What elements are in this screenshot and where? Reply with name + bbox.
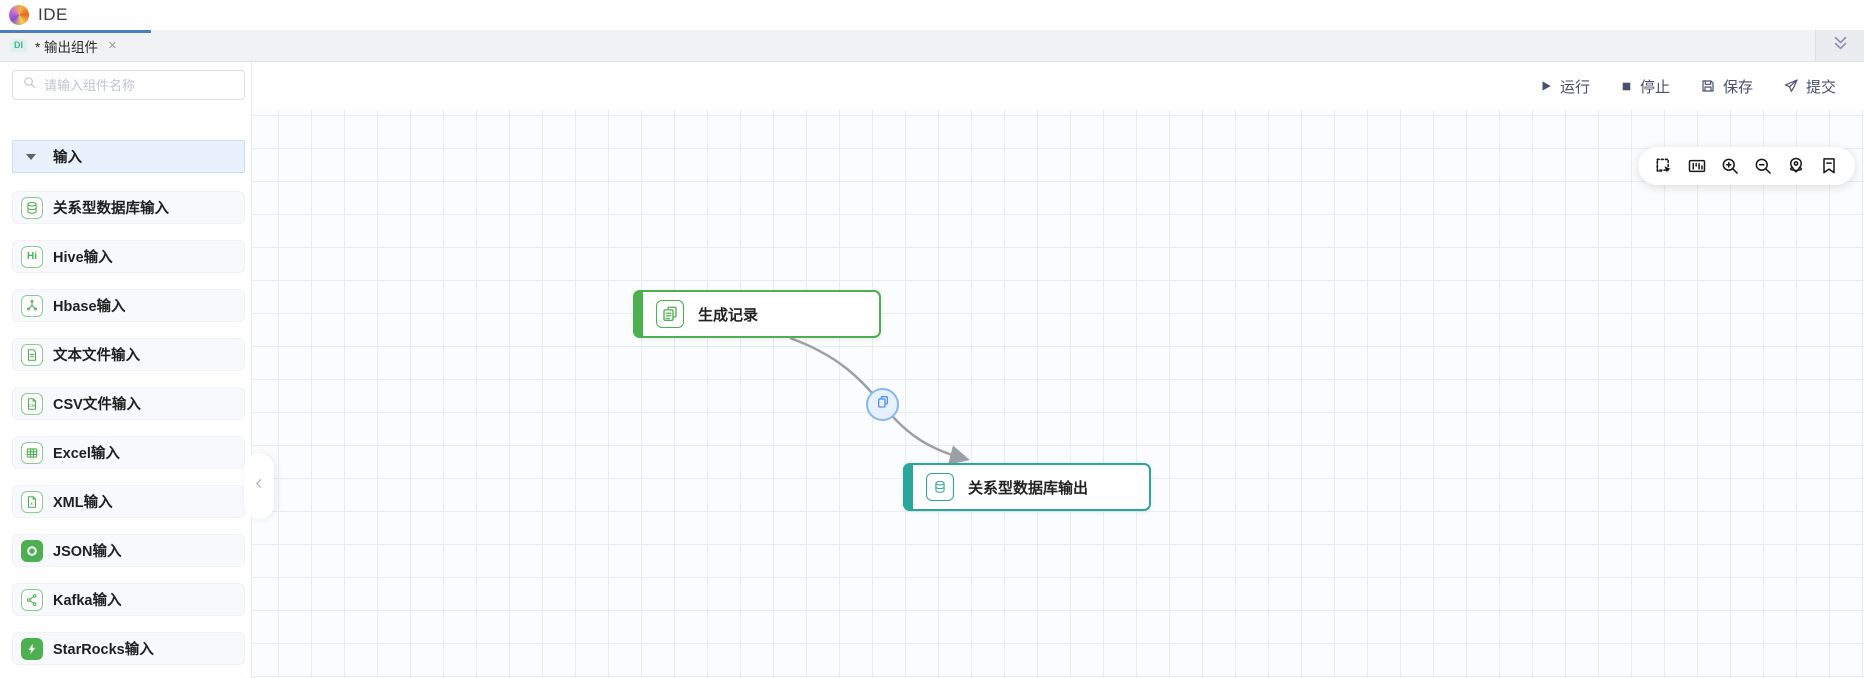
generate-records-icon: [656, 300, 684, 328]
node-label: 生成记录: [698, 306, 759, 324]
play-icon: [1539, 79, 1553, 93]
edge-layer: [789, 336, 970, 465]
component-list: 关系型数据库输入 Hi Hive输入 Hbase输入文本文件输入 CSV CSV文件输入 E…: [12, 191, 245, 665]
hive-icon: Hi: [21, 245, 43, 268]
component-list-item[interactable]: 关系型数据库输入: [12, 191, 245, 224]
database-icon: [21, 196, 43, 219]
text-file-icon: [21, 343, 43, 366]
double-chevron-down-icon: [1831, 34, 1850, 58]
hbase-icon: [21, 294, 43, 317]
app-header: IDE: [0, 0, 1864, 30]
submit-icon: [1783, 78, 1799, 94]
sidebar-collapse-handle[interactable]: [244, 453, 274, 519]
component-list-item[interactable]: Hbase输入: [12, 289, 245, 322]
tabs-collapse-button[interactable]: [1815, 30, 1864, 61]
component-label: 文本文件输入: [53, 348, 140, 364]
tab-close-icon[interactable]: ×: [108, 37, 117, 54]
search-icon: [22, 75, 37, 95]
database-icon: [926, 473, 954, 501]
component-search: [12, 70, 245, 100]
node-accent-bar: [633, 290, 643, 338]
component-label: Kafka输入: [53, 593, 122, 609]
component-label: 关系型数据库输入: [53, 201, 169, 217]
tab-label: * 输出组件: [35, 39, 99, 55]
component-list-item[interactable]: x XML输入: [12, 485, 245, 518]
chevron-left-icon: [253, 477, 266, 495]
save-button-label: 保存: [1722, 78, 1753, 96]
node-relational-db-output[interactable]: 关系型数据库输出: [903, 463, 1151, 511]
csv-file-icon: CSV: [21, 392, 43, 415]
zoom-in-icon[interactable]: [1719, 155, 1741, 177]
run-button[interactable]: 运行: [1539, 76, 1590, 97]
search-input[interactable]: [44, 77, 235, 93]
bookmark-icon[interactable]: [1818, 155, 1840, 177]
run-button-label: 运行: [1559, 78, 1590, 96]
component-list-item[interactable]: StarRocks输入: [12, 632, 245, 665]
submit-button-label: 提交: [1805, 78, 1836, 96]
component-label: Hive输入: [53, 250, 113, 266]
tab-output-component[interactable]: DI * 输出组件 ×: [0, 30, 151, 61]
component-list-item[interactable]: Hi Hive输入: [12, 240, 245, 273]
svg-text:CSV: CSV: [29, 403, 37, 407]
xml-file-icon: x: [21, 490, 43, 513]
component-label: JSON输入: [53, 544, 122, 560]
starrocks-icon: [21, 637, 43, 660]
component-label: XML输入: [53, 495, 113, 511]
component-label: CSV文件输入: [53, 397, 141, 413]
stop-button[interactable]: 停止: [1620, 76, 1670, 97]
minimap-icon[interactable]: [1686, 155, 1708, 177]
di-badge: DI: [10, 39, 27, 52]
component-list-item[interactable]: CSV CSV文件输入: [12, 387, 245, 420]
caret-down-icon: [26, 153, 36, 160]
tab-bar: DI * 输出组件 ×: [0, 30, 1864, 62]
json-icon: [21, 539, 43, 562]
component-list-item[interactable]: Excel输入: [12, 436, 245, 469]
node-generate-records[interactable]: 生成记录: [633, 290, 881, 338]
canvas-toolbar: [1638, 147, 1855, 185]
kafka-icon: [21, 588, 43, 611]
component-label: StarRocks输入: [53, 642, 154, 658]
copy-icon: [875, 394, 891, 415]
excel-icon: [21, 441, 43, 464]
component-label: Hbase输入: [53, 299, 126, 315]
pipeline-canvas[interactable]: 生成记录关系型数据库输出: [244, 110, 1864, 678]
stop-button-label: 停止: [1639, 78, 1670, 96]
zoom-out-icon[interactable]: [1752, 155, 1774, 177]
edge-marker[interactable]: [866, 388, 899, 421]
save-icon: [1700, 78, 1716, 94]
component-label: Excel输入: [53, 446, 120, 462]
section-input-header[interactable]: 输入: [12, 140, 245, 173]
stop-icon: [1620, 80, 1633, 93]
component-list-item[interactable]: 文本文件输入: [12, 338, 245, 371]
marquee-select-icon[interactable]: [1653, 155, 1675, 177]
section-label: 输入: [53, 150, 82, 166]
app-title: IDE: [38, 5, 68, 24]
save-button[interactable]: 保存: [1700, 76, 1753, 97]
app-logo-icon: [9, 5, 29, 25]
svg-text:x: x: [30, 500, 33, 505]
node-label: 关系型数据库输出: [968, 479, 1089, 497]
pipeline-toolbar: 运行 停止 保存 提交: [252, 62, 1864, 110]
submit-button[interactable]: 提交: [1783, 76, 1836, 97]
locate-icon[interactable]: [1785, 155, 1807, 177]
node-accent-bar: [903, 463, 913, 511]
component-list-item[interactable]: Kafka输入: [12, 583, 245, 616]
active-tab-indicator: [0, 30, 151, 33]
component-list-item[interactable]: JSON输入: [12, 534, 245, 567]
